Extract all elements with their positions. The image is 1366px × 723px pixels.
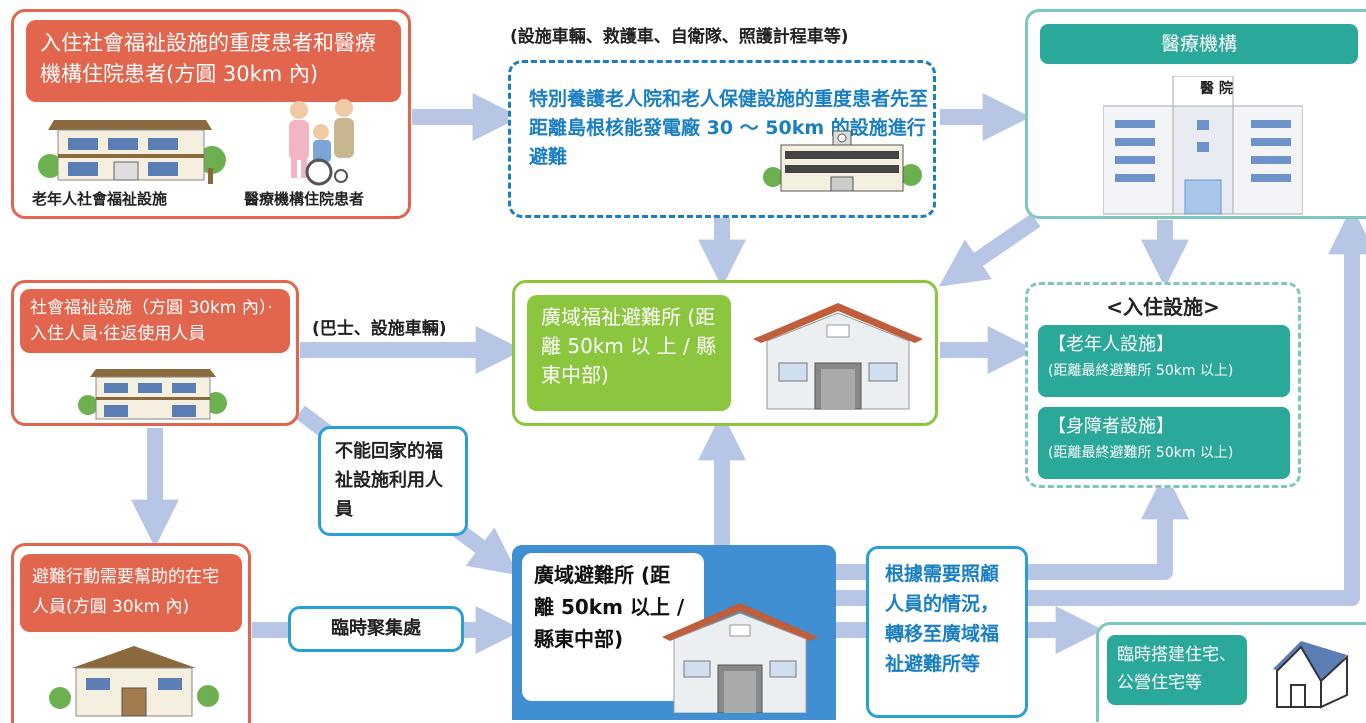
gathering-point-box: 臨時聚集處: [288, 606, 464, 652]
medical-box: 醫療機構 醫 院: [1025, 9, 1366, 219]
inpatient-title: 入住社會福祉設施的重度患者和醫療機構住院患者(方圓 30km 內): [26, 20, 401, 102]
special-care-box: 特別養護老人院和老人保健設施的重度患者先至距離島根核能發電廠 30 ～ 50km…: [508, 60, 936, 218]
disability-facility-card: 【身障者設施】 (距離最終避難所 50km 以上): [1038, 407, 1290, 479]
elderly-facility-note: (距離最終避難所 50km 以上): [1048, 363, 1234, 379]
temp-housing-box: 臨時搭建住宅、公營住宅等: [1096, 622, 1366, 722]
hospital-sign: 醫 院: [1200, 81, 1233, 97]
temp-house-icon: [1273, 641, 1348, 709]
disability-facility-title: 【身障者設施】: [1048, 416, 1174, 437]
wide-shelter-box: 廣域避難所 (距 離 50km 以上 / 縣東中部): [512, 545, 836, 720]
wide-shelter-building-icon: [662, 603, 818, 713]
cannot-return-box: 不能回家的福祉設施利用人員: [318, 426, 468, 536]
disability-facility-note: (距離最終避難所 50km 以上): [1048, 445, 1234, 461]
care-facility-icon: [38, 120, 226, 184]
welfare-shelter-box: 廣域福祉避難所 (距 離 50km 以 上 / 縣東中部): [512, 280, 938, 426]
elderly-facility-card: 【老年人設施】 (距離最終避難所 50km 以上): [1038, 325, 1290, 397]
welfare-facility-icon: [78, 369, 227, 420]
residential-box: <入住設施> 【老年人設施】 (距離最終避難所 50km 以上) 【身障者設施】…: [1025, 282, 1301, 488]
medical-title: 醫療機構: [1040, 24, 1358, 64]
home-help-box: 避難行動需要幫助的在宅人員(方圓 30km 內): [11, 543, 251, 723]
temp-housing-text: 臨時搭建住宅、公營住宅等: [1107, 635, 1247, 705]
bus-caption: (巴士、設施車輛): [312, 319, 447, 339]
care-home-building-icon: [763, 130, 922, 192]
hospital-icon: [1103, 76, 1303, 215]
transfer-box: 根據需要照顧人員的情況，轉移至廣域福祉避難所等: [866, 546, 1028, 718]
inpatient-label: 醫療機構住院患者: [244, 190, 365, 208]
welfare-facility-title: 社會福祉設施（方圓 30km 內）‧入住人員‧往返使用人員: [20, 289, 290, 353]
welfare-facility-box: 社會福祉設施（方圓 30km 內）‧入住人員‧往返使用人員: [11, 280, 299, 426]
welfare-shelter-title: 廣域福祉避難所 (距 離 50km 以 上 / 縣東中部): [527, 295, 731, 411]
arrow-medical-to-shelter: [938, 213, 1041, 287]
patients-icon: [289, 99, 354, 186]
elderly-facility-title: 【老年人設施】: [1048, 334, 1174, 355]
vehicles-caption: (設施車輛、救護車、自衛隊、照護計程車等): [510, 27, 849, 47]
residential-title: <入住設施>: [1106, 295, 1220, 319]
house-icon: [49, 646, 219, 717]
shelter-building-icon: [753, 303, 923, 410]
special-care-text: 特別養護老人院和老人保健設施的重度患者先至距離島根核能發電廠 30 ～ 50km…: [529, 88, 929, 168]
inpatient-box: 入住社會福祉設施的重度患者和醫療機構住院患者(方圓 30km 內) 老年人社會福…: [11, 9, 411, 219]
home-help-title: 避難行動需要幫助的在宅人員(方圓 30km 內): [20, 554, 242, 632]
care-facility-label: 老年人社會福祉設施: [32, 190, 168, 208]
